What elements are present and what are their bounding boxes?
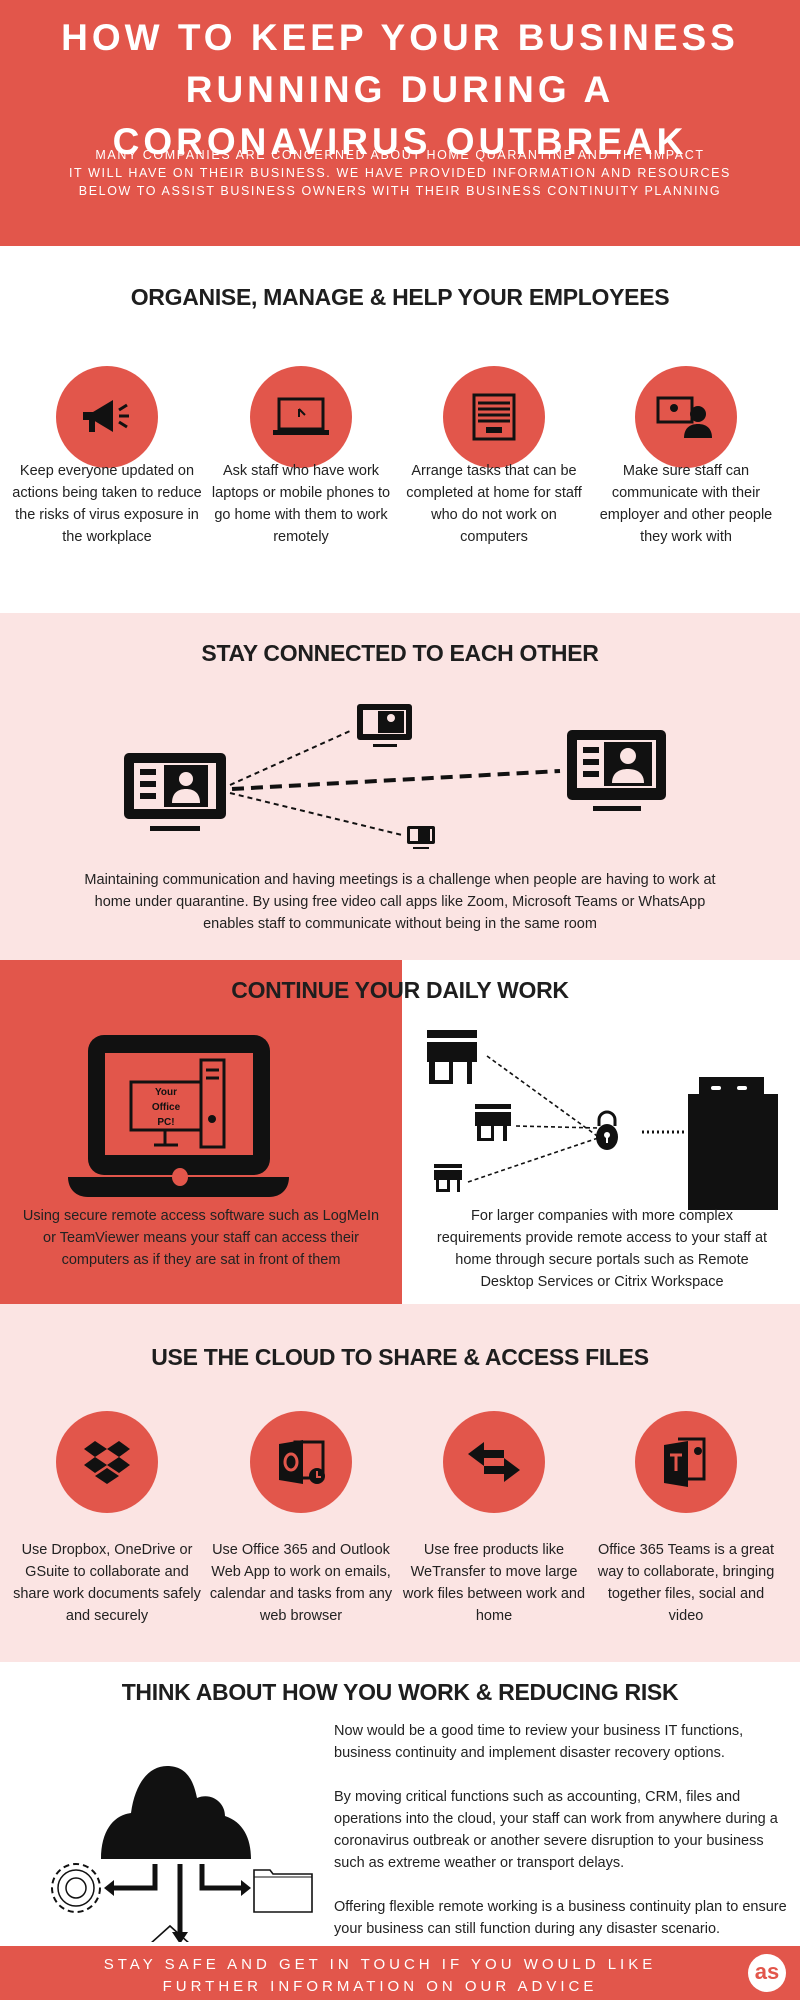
risk-section: THINK ABOUT HOW YOU WORK & REDUCING RISK…	[0, 1662, 800, 1946]
connected-monitors-diagram	[124, 704, 666, 849]
employees-section: ORGANISE, MANAGE & HELP YOUR EMPLOYEES K…	[0, 246, 800, 613]
monitor-icon	[407, 826, 435, 849]
connected-text: Maintaining communication and having mee…	[84, 872, 716, 932]
footer-text: STAY SAFE AND GET IN TOUCH IF YOU WOULD …	[103, 1956, 657, 1995]
cloud-tip: Use Office 365 and Outlook Web App to wo…	[209, 1542, 393, 1624]
section-title: ORGANISE, MANAGE & HELP YOUR EMPLOYEES	[130, 284, 670, 310]
video-call-icon	[635, 366, 737, 468]
shop-icon	[434, 1164, 462, 1192]
section-title: STAY CONNECTED TO EACH OTHER	[201, 640, 599, 666]
teams-icon	[635, 1411, 737, 1513]
envelope-icon	[151, 1924, 189, 1942]
monitor-icon	[567, 730, 666, 811]
employee-tip: Arrange tasks that can be completed at h…	[406, 463, 582, 545]
office-building-icon	[688, 1077, 778, 1210]
header: HOW TO KEEP YOUR BUSINESS RUNNING DURING…	[0, 0, 800, 246]
cloud-icon	[101, 1766, 251, 1859]
section-title: CONTINUE YOUR DAILY WORK	[231, 977, 569, 1003]
cloud-tip: Use free products like WeTransfer to mov…	[402, 1542, 586, 1624]
remote-software-text: Using secure remote access software such…	[22, 1208, 380, 1268]
company-logo[interactable]: as	[748, 1954, 786, 1992]
employee-tip: Keep everyone updated on actions being t…	[12, 463, 202, 545]
employee-tip: Ask staff who have work laptops or mobil…	[211, 463, 391, 545]
cloud-tip: Office 365 Teams is a great way to colla…	[597, 1542, 775, 1624]
cloud-distribution-diagram	[51, 1766, 313, 1942]
connected-section: STAY CONNECTED TO EACH OTHER Maintaining…	[0, 613, 800, 960]
shop-icon	[427, 1030, 477, 1084]
section-title: USE THE CLOUD TO SHARE & ACCESS FILES	[151, 1344, 649, 1370]
laptop-icon	[250, 366, 352, 468]
transfer-arrows-icon	[443, 1411, 545, 1513]
cloud-tip: Use Dropbox, OneDrive or GSuite to colla…	[13, 1542, 201, 1624]
megaphone-icon	[56, 366, 158, 468]
folder-icon	[253, 1869, 313, 1913]
footer: STAY SAFE AND GET IN TOUCH IF YOU WOULD …	[0, 1946, 800, 2000]
gear-icon	[51, 1863, 101, 1913]
remote-portals-text: For larger companies with more complex r…	[436, 1208, 768, 1290]
section-title: THINK ABOUT HOW YOU WORK & REDUCING RISK	[121, 1679, 679, 1705]
padlock-icon	[596, 1110, 618, 1150]
remote-access-diagram	[427, 1030, 778, 1210]
monitor-icon	[357, 704, 412, 747]
shop-icon	[475, 1104, 511, 1141]
employee-tip: Make sure staff can communicate with the…	[599, 463, 773, 545]
risk-text: Now would be a good time to review your …	[334, 1723, 787, 1937]
laptop-remote-pc-icon	[68, 1035, 289, 1197]
filing-tray-icon	[443, 366, 545, 468]
page-title: HOW TO KEEP YOUR BUSINESS RUNNING DURING…	[61, 17, 739, 162]
monitor-icon	[124, 753, 226, 831]
dropbox-icon	[56, 1411, 158, 1513]
cloud-section: USE THE CLOUD TO SHARE & ACCESS FILES Us…	[0, 1304, 800, 1662]
outlook-icon	[250, 1411, 352, 1513]
page-subtitle: MANY COMPANIES ARE CONCERNED ABOUT HOME …	[68, 148, 731, 198]
